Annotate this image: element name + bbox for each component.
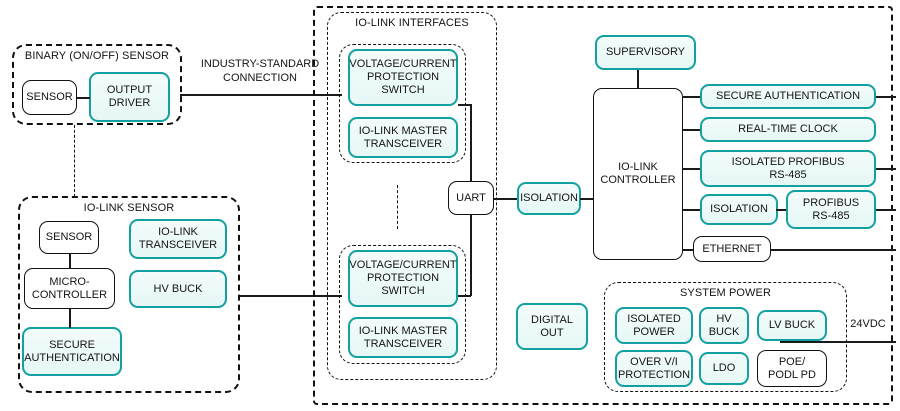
line-sensor-to-mcu	[69, 253, 71, 269]
block-isolated-profibus-rs485[interactable]: ISOLATED PROFIBUS RS-485	[700, 150, 876, 187]
supply-voltage-label: 24VDC	[850, 318, 886, 330]
line-isolated-profibus-to-edge	[876, 168, 896, 170]
block-secure-authentication[interactable]: SECURE AUTHENTICATION	[700, 84, 876, 109]
line-controller-to-isolated-profibus	[683, 168, 701, 170]
line-profibus-to-edge	[876, 209, 896, 211]
line-uart-bus-bottom-stub	[458, 295, 471, 297]
block-isolation-mid[interactable]: ISOLATION	[517, 182, 581, 215]
binary-sensor-title: BINARY (ON/OFF) SENSOR	[24, 50, 170, 62]
block-microcontroller[interactable]: MICRO- CONTROLLER	[24, 268, 115, 309]
line-supervisory-to-controller	[637, 70, 639, 88]
block-real-time-clock[interactable]: REAL-TIME CLOCK	[700, 117, 876, 142]
block-supervisory[interactable]: SUPERVISORY	[595, 35, 696, 70]
line-uart-to-isolation	[494, 198, 518, 200]
line-controller-to-secure-auth	[683, 96, 701, 98]
iolink-sensor-title: IO-LINK SENSOR	[83, 202, 175, 214]
system-power-title: SYSTEM POWER	[679, 287, 772, 299]
line-system-power-to-supply	[780, 341, 896, 343]
block-isolation-profibus[interactable]: ISOLATION	[700, 194, 778, 225]
line-isolation-to-profibus	[776, 209, 788, 211]
iolink-sensor-group: IO-LINK SENSOR	[18, 196, 240, 393]
iolink-interfaces-title: IO-LINK INTERFACES	[355, 17, 469, 29]
block-port-a-protection-switch[interactable]: VOLTAGE/CURRENT PROTECTION SWITCH	[348, 49, 458, 106]
binary-sensor-group: BINARY (ON/OFF) SENSOR	[12, 44, 182, 125]
block-iolink-sensor-sensor[interactable]: SENSOR	[39, 221, 99, 254]
line-ethernet-to-edge	[770, 249, 896, 251]
iolink-port-b-group	[339, 245, 466, 364]
block-iolink-controller[interactable]: IO-LINK CONTROLLER	[593, 88, 683, 260]
block-power-hv-buck[interactable]: HV BUCK	[699, 307, 749, 344]
block-digital-out[interactable]: DIGITAL OUT	[516, 303, 588, 350]
block-binary-sensor[interactable]: SENSOR	[22, 80, 77, 115]
line-controller-to-ethernet	[683, 249, 694, 251]
port-repeat-indicator	[397, 185, 398, 229]
block-output-driver[interactable]: OUTPUT DRIVER	[89, 72, 170, 122]
block-over-vi-protection[interactable]: OVER V/I PROTECTION	[615, 350, 693, 387]
block-port-b-protection-switch[interactable]: VOLTAGE/CURRENT PROTECTION SWITCH	[348, 250, 458, 307]
dashed-link-sensors	[74, 125, 75, 197]
block-port-b-master-transceiver[interactable]: IO-LINK MASTER TRANSCEIVER	[348, 317, 458, 358]
block-ldo[interactable]: LDO	[699, 352, 749, 385]
iolink-interfaces-group: IO-LINK INTERFACES	[327, 12, 497, 380]
block-isolated-power[interactable]: ISOLATED POWER	[615, 307, 693, 344]
block-sensor-secure-authentication[interactable]: SECURE AUTHENTICATION	[22, 327, 122, 376]
line-sensor-to-output-driver	[77, 97, 90, 99]
system-power-group: SYSTEM POWER	[604, 282, 847, 392]
block-uart[interactable]: UART	[448, 181, 494, 215]
line-secure-auth-to-edge	[876, 96, 896, 98]
line-iolink-sensor-to-interfaces	[240, 295, 342, 297]
block-poe-podl-pd[interactable]: POE/ PODL PD	[757, 350, 827, 387]
block-iolink-transceiver[interactable]: IO-LINK TRANSCEIVER	[129, 219, 227, 259]
block-profibus-rs485[interactable]: PROFIBUS RS-485	[786, 190, 876, 229]
industry-standard-connection-label: INDUSTRY-STANDARD CONNECTION	[200, 58, 320, 84]
line-mcu-to-secure-auth	[69, 308, 71, 328]
line-binary-sensor-to-interfaces	[180, 94, 342, 96]
line-uart-bus-top-stub	[458, 104, 471, 106]
iolink-master-outer-group	[313, 6, 893, 405]
block-port-a-master-transceiver[interactable]: IO-LINK MASTER TRANSCEIVER	[348, 117, 458, 158]
block-ethernet[interactable]: ETHERNET	[693, 236, 771, 262]
block-lv-buck[interactable]: LV BUCK	[757, 310, 827, 341]
line-controller-to-isolation	[683, 209, 701, 211]
iolink-port-a-group	[339, 44, 466, 163]
line-controller-to-rtc	[683, 129, 701, 131]
block-sensor-hv-buck[interactable]: HV BUCK	[129, 270, 227, 308]
line-isolation-to-controller	[580, 198, 594, 200]
